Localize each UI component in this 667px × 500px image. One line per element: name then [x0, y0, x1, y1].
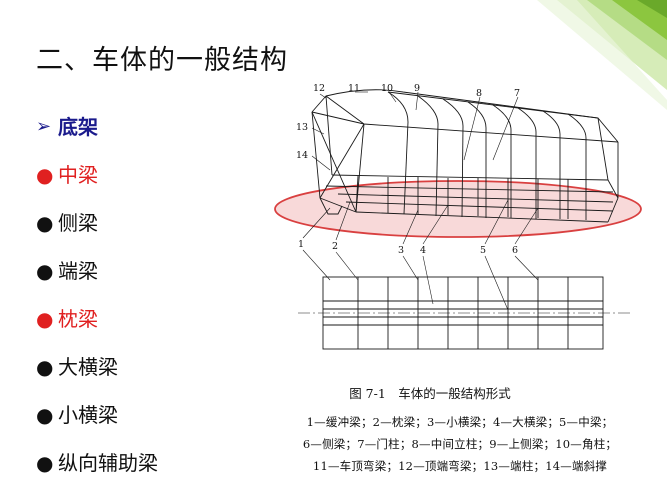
callout-5: 5 [480, 245, 486, 256]
dot-bullet-icon: ● [36, 403, 54, 427]
figure-caption: 图 7-1 车体的一般结构形式 1—缓冲梁；2—枕梁；3—小横梁；4—大横梁；5… [270, 383, 650, 477]
bullet-center-sill: ● 中梁 [36, 162, 158, 210]
bullet-small-crossbeam: ● 小横梁 [36, 402, 158, 450]
corner-decoration [537, 0, 667, 110]
bullet-longitudinal-auxiliary-beam: ● 纵向辅助梁 [36, 450, 158, 498]
bullet-label: 大横梁 [58, 355, 118, 379]
caption-line: 6—侧梁；7—门柱；8—中间立柱；9—上侧梁；10—角柱； [302, 437, 618, 451]
bullet-bolster: ● 枕梁 [36, 306, 158, 354]
callout-2: 2 [332, 241, 338, 252]
callout-4: 4 [420, 245, 426, 256]
callout-6: 6 [512, 245, 518, 256]
car-body-frame [311, 89, 619, 223]
caption-title: 图 7-1 车体的一般结构形式 [349, 386, 511, 401]
bullet-label: 小横梁 [58, 403, 118, 427]
caption-line: 1—缓冲梁；2—枕梁；3—小横梁；4—大横梁；5—中梁； [306, 415, 614, 429]
arrow-bullet-icon: ➢ [36, 116, 52, 137]
car-body-structure-diagram: 12 11 10 9 8 7 13 14 1 2 3 4 5 6 [274, 83, 642, 350]
dot-bullet-icon: ● [36, 211, 54, 235]
bullet-label: 底架 [58, 115, 98, 139]
bullet-list: ➢ 底架 ● 中梁 ● 侧梁 ● 端梁 ● 枕梁 ● 大横梁 ● 小横梁 ● 纵… [36, 114, 158, 498]
callout-3: 3 [398, 245, 404, 256]
callout-14: 14 [296, 150, 308, 161]
bullet-label: 端梁 [58, 259, 98, 283]
bullet-side-sill: ● 侧梁 [36, 210, 158, 258]
dot-bullet-icon: ● [36, 259, 54, 283]
callout-13: 13 [296, 122, 308, 133]
callout-11: 11 [348, 83, 360, 94]
dot-bullet-icon: ● [36, 355, 54, 379]
caption-line: 11—车顶弯梁；12—顶端弯梁；13—端柱；14—端斜撑 [312, 459, 608, 473]
bullet-label: 中梁 [58, 163, 98, 187]
bullet-label: 侧梁 [58, 211, 98, 235]
callout-8: 8 [476, 88, 482, 99]
dot-bullet-icon: ● [36, 451, 54, 475]
callout-10: 10 [381, 83, 393, 94]
bullet-large-crossbeam: ● 大横梁 [36, 354, 158, 402]
callout-9: 9 [414, 83, 420, 94]
dot-bullet-icon: ● [36, 307, 54, 331]
slide-title: 二、车体的一般结构 [36, 45, 288, 76]
callout-7: 7 [514, 88, 520, 99]
callout-12: 12 [313, 83, 325, 94]
bullet-label: 纵向辅助梁 [58, 451, 158, 475]
callout-1: 1 [298, 239, 304, 250]
bullet-underframe: ➢ 底架 [36, 114, 158, 162]
bullet-label: 枕梁 [58, 307, 98, 331]
bullet-end-sill: ● 端梁 [36, 258, 158, 306]
dot-bullet-icon: ● [36, 163, 54, 187]
underframe-plan-view [298, 249, 630, 350]
